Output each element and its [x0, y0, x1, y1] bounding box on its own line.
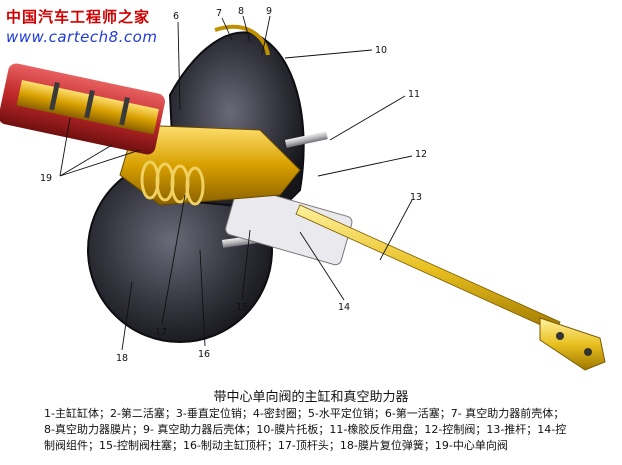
- legend-line: 制阀组件；15-控制阀柱塞；16-制动主缸顶杆；17-顶杆头；18-膜片复位弹簧…: [44, 439, 508, 452]
- legend-line: 1-主缸缸体；2-第二活塞；3-垂直定位销；4-密封圈；5-水平定位销；6-第一…: [44, 407, 565, 420]
- diaphragm-plate: [119, 124, 301, 206]
- callout-7: 7: [216, 8, 223, 19]
- figure-caption: 带中心单向阀的主缸和真空助力器: [213, 390, 409, 405]
- watermark: 中国汽车工程师之家 www.cartech8.com: [6, 6, 158, 46]
- return-spring: [140, 160, 205, 206]
- callout-17: 17: [155, 327, 168, 338]
- push-rod: [295, 204, 561, 333]
- cylinder-seals: [49, 82, 130, 126]
- leader-lines: [59, 15, 413, 351]
- push-rod-clevis: [539, 317, 606, 371]
- legend-line: 8-真空助力器膜片；9- 真空助力器后壳体；10-膜片托板；11-橡胶反作用盘；…: [44, 423, 567, 436]
- callout-18: 18: [116, 353, 129, 364]
- mounting-stud: [284, 131, 328, 148]
- brake-booster-illustration: [0, 15, 606, 371]
- callout-11: 11: [408, 89, 421, 100]
- control-valve-body: [225, 185, 353, 266]
- callout-6: 6: [173, 11, 180, 22]
- parts-legend: 1-主缸缸体；2-第二活塞；3-垂直定位销；4-密封圈；5-水平定位销；6-第一…: [44, 406, 614, 454]
- callout-10: 10: [375, 45, 388, 56]
- housing-flange: [214, 24, 270, 56]
- callout-15: 15: [236, 302, 249, 313]
- callout-19: 19: [40, 173, 53, 184]
- callout-16: 16: [198, 349, 211, 360]
- callout-13: 13: [410, 192, 423, 203]
- callout-14: 14: [338, 302, 351, 313]
- callout-9: 9: [266, 6, 273, 17]
- callout-8: 8: [238, 6, 245, 17]
- watermark-url: www.cartech8.com: [6, 28, 158, 46]
- watermark-site-name: 中国汽车工程师之家: [6, 8, 151, 26]
- callout-12: 12: [415, 149, 428, 160]
